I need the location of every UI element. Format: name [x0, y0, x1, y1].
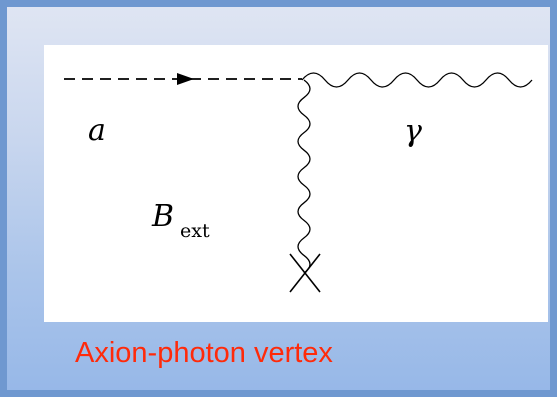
axion-label: a [88, 113, 106, 148]
photon-wavy-line [301, 72, 533, 88]
feynman-diagram: a γ B ext [44, 45, 548, 322]
feynman-diagram-svg: a γ B ext [64, 72, 533, 293]
axion-arrow-icon [177, 73, 194, 85]
external-field-wavy-line [297, 79, 311, 274]
photon-label: γ [404, 114, 422, 149]
caption: Axion-photon vertex [75, 337, 333, 369]
field-subscript: ext [180, 220, 210, 242]
field-label: B [151, 199, 174, 234]
external-source-cross-icon [289, 253, 321, 293]
